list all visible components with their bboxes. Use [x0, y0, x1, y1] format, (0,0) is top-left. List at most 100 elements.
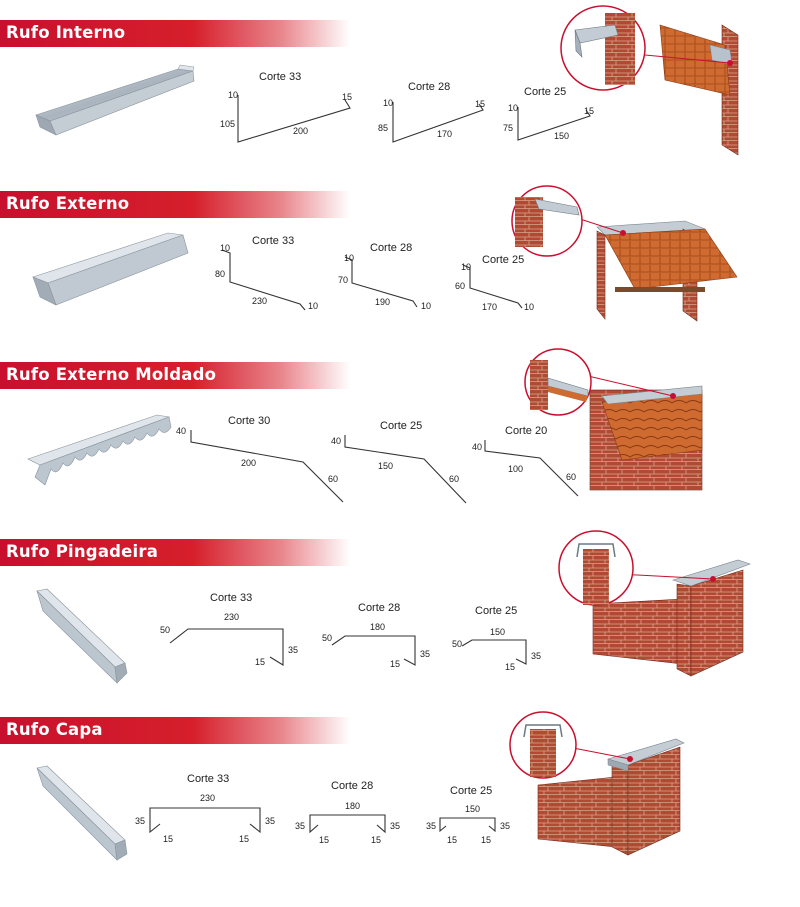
dim-label: 40 [176, 426, 186, 436]
section-banner: Rufo Externo Moldado [0, 362, 350, 389]
cut-title: Corte 25 [450, 785, 492, 797]
dim-label: 15 [390, 659, 400, 669]
dim-label: 35 [500, 821, 510, 831]
dim-label: 35 [420, 649, 430, 659]
dim-label: 150 [490, 627, 505, 637]
cut-title: Corte 25 [475, 605, 517, 617]
dim-label: 85 [378, 123, 388, 133]
dim-label: 15 [475, 99, 485, 109]
dim-label: 150 [465, 804, 480, 814]
profile-diagram: Corte 28 180 35 15 15 35 [295, 780, 400, 845]
cut-title: Corte 20 [505, 425, 547, 437]
rufo-interno-installation-illustration [560, 5, 739, 156]
rufo-capa-installation-illustration [509, 711, 685, 856]
dim-label: 230 [224, 612, 239, 622]
section-banner: Rufo Capa [0, 717, 350, 744]
profile-diagram: Corte 25 10 75 150 15 [503, 86, 594, 141]
dim-label: 15 [319, 835, 329, 845]
cut-title: Corte 28 [370, 242, 412, 254]
section-rufo-capa: Rufo Capa Corte 33 230 35 15 15 35 Corte… [0, 711, 800, 887]
dim-label: 60 [328, 474, 338, 484]
dim-label: 10 [344, 253, 354, 263]
dim-label: 35 [295, 821, 305, 831]
dim-label: 10 [383, 98, 393, 108]
cut-title: Corte 28 [331, 780, 373, 792]
dim-label: 75 [503, 123, 513, 133]
section-title: Rufo Capa [6, 720, 103, 739]
dim-label: 35 [288, 645, 298, 655]
dim-label: 15 [239, 834, 249, 844]
rufo-pingadeira-product-image [36, 588, 128, 684]
section-rufo-externo-moldado: Rufo Externo Moldado Corte 30 40 200 60 … [0, 348, 800, 522]
dim-label: 35 [265, 816, 275, 826]
cut-title: Corte 33 [210, 592, 252, 604]
dim-label: 105 [220, 119, 235, 129]
section-rufo-interno: Rufo Interno Corte 33 10 105 200 15 Cort… [0, 5, 800, 170]
dim-label: 150 [378, 461, 393, 471]
rufo-pingadeira-installation-illustration [558, 530, 751, 677]
dim-label: 60 [455, 281, 465, 291]
dim-label: 60 [449, 474, 459, 484]
dim-label: 50 [322, 633, 332, 643]
section-title: Rufo Interno [6, 23, 126, 42]
rufo-externo-product-image [32, 232, 189, 306]
rufo-externo-installation-illustration [511, 185, 738, 322]
section-rufo-pingadeira: Rufo Pingadeira Corte 33 50 230 35 15 Co… [0, 530, 800, 699]
dim-label: 60 [566, 472, 576, 482]
dim-label: 70 [338, 275, 348, 285]
rufo-interno-product-image [35, 64, 195, 136]
dim-label: 230 [200, 793, 215, 803]
cut-title: Corte 33 [187, 773, 229, 785]
dim-label: 10 [421, 301, 431, 311]
dim-label: 10 [508, 103, 518, 113]
dim-label: 15 [447, 835, 457, 845]
dim-label: 10 [461, 262, 471, 272]
rufo-externo-moldado-installation-illustration [524, 348, 703, 491]
dim-label: 15 [505, 662, 515, 672]
rufo-externo-moldado-product-image [27, 414, 172, 486]
dim-label: 50 [160, 625, 170, 635]
dim-label: 50 [452, 639, 462, 649]
cut-title: Corte 30 [228, 415, 270, 427]
profile-diagram: Corte 33 230 35 15 15 35 [135, 773, 275, 844]
section-title: Rufo Externo Moldado [6, 365, 217, 384]
dim-label: 230 [252, 296, 267, 306]
dim-label: 10 [524, 302, 534, 312]
rufo-capa-product-image [36, 765, 128, 861]
profile-diagram: Corte 33 10 80 230 10 [215, 235, 318, 311]
profile-diagram: Corte 25 40 150 60 [331, 420, 467, 504]
dim-label: 170 [482, 302, 497, 312]
dim-label: 35 [135, 816, 145, 826]
cut-title: Corte 25 [380, 420, 422, 432]
dim-label: 200 [293, 126, 308, 136]
profile-diagram: Corte 33 50 230 35 15 [160, 592, 298, 667]
cut-title: Corte 33 [252, 235, 294, 247]
cut-title: Corte 25 [524, 86, 566, 98]
profile-diagram: Corte 25 50 150 35 15 [452, 605, 541, 672]
dim-label: 10 [220, 243, 230, 253]
dim-label: 35 [531, 651, 541, 661]
dim-label: 15 [584, 106, 594, 116]
profile-diagram: Corte 20 40 100 60 [472, 425, 579, 497]
dim-label: 35 [426, 821, 436, 831]
dim-label: 15 [255, 657, 265, 667]
cut-title: Corte 33 [259, 71, 301, 83]
cut-title: Corte 28 [358, 602, 400, 614]
profile-diagram: Corte 28 10 85 170 15 [378, 81, 485, 143]
cut-title: Corte 25 [482, 254, 524, 266]
cut-title: Corte 28 [408, 81, 450, 93]
dim-label: 15 [371, 835, 381, 845]
dim-label: 15 [342, 92, 352, 102]
dim-label: 150 [554, 131, 569, 141]
section-rufo-externo: Rufo Externo Corte 33 10 80 230 10 Corte… [0, 185, 800, 341]
dim-label: 180 [370, 622, 385, 632]
profile-diagram: Corte 25 10 60 170 10 [455, 254, 534, 312]
dim-label: 190 [375, 297, 390, 307]
dim-label: 100 [508, 464, 523, 474]
profile-diagram: Corte 25 150 35 15 15 35 [426, 785, 510, 845]
dim-label: 15 [163, 834, 173, 844]
dim-label: 40 [331, 436, 341, 446]
section-title: Rufo Pingadeira [6, 542, 159, 561]
dim-label: 15 [481, 835, 491, 845]
section-title: Rufo Externo [6, 194, 130, 213]
